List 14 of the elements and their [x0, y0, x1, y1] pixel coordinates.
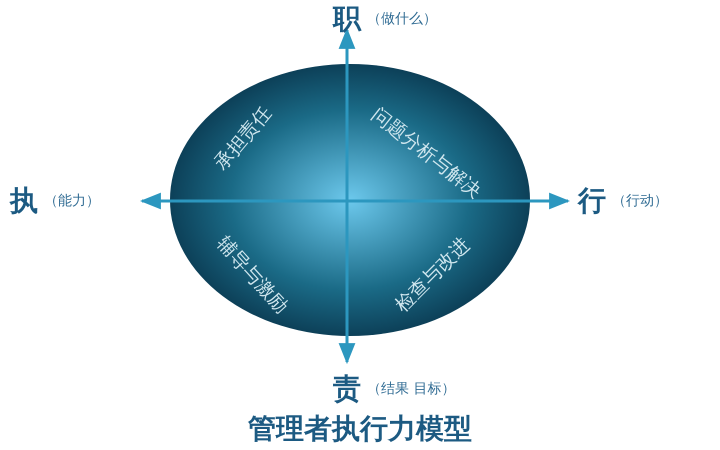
- axis-subtitle: （能力）: [44, 192, 100, 210]
- axis-title: 职: [333, 1, 361, 37]
- axis-subtitle: （结果 目标）: [367, 380, 456, 398]
- ellipse-shape: [170, 64, 530, 336]
- diagram-title: 管理者执行力模型: [247, 411, 473, 447]
- quadrant-label: 辅导与激励: [212, 231, 294, 319]
- quadrant-label: 承担责任: [209, 100, 277, 176]
- quadrant-label: 问题分析与解决: [366, 102, 487, 204]
- axis-title: 责: [333, 371, 361, 407]
- axis-subtitle: （做什么）: [367, 10, 437, 28]
- axis-title: 行: [578, 183, 606, 219]
- quadrant-label: 检查与改进: [390, 232, 475, 318]
- axis-title: 执: [10, 183, 38, 219]
- axis-subtitle: （行动）: [612, 192, 668, 210]
